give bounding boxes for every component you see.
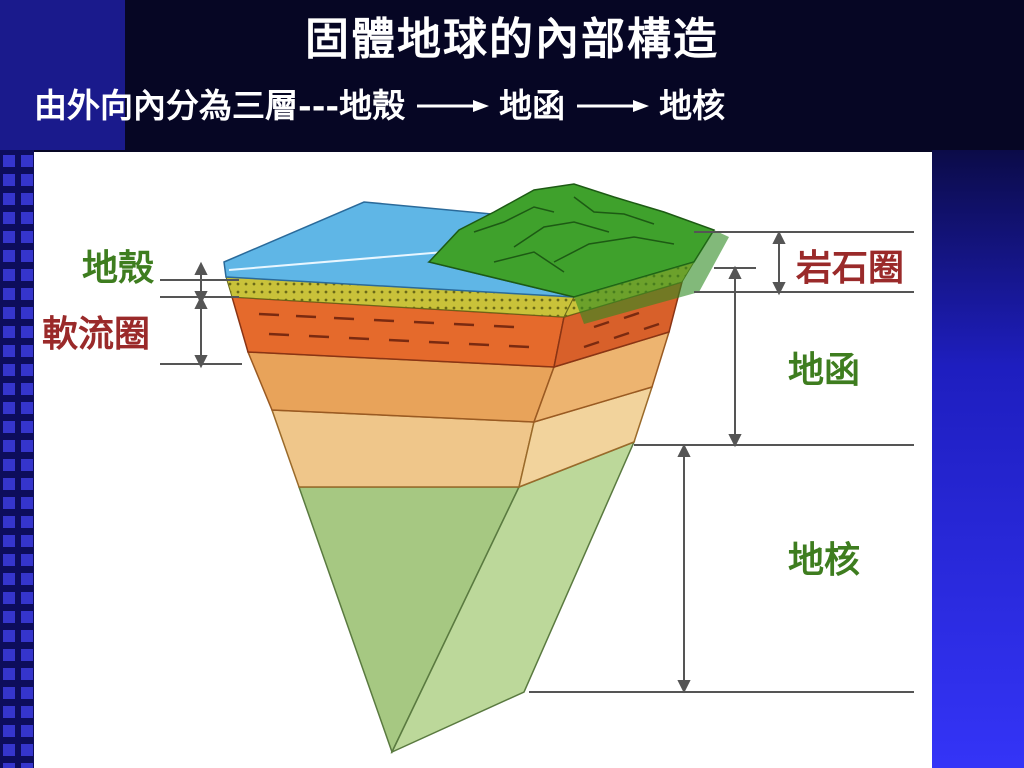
- earth-structure-diagram: 地殼 軟流圈 岩石圈 地函 地核: [42, 183, 914, 754]
- subtitle-step-mantle: 地函: [499, 86, 566, 125]
- label-asthenosphere: 軟流圈: [42, 314, 150, 355]
- measure-arrows: [194, 230, 786, 694]
- slide-title: 固體地球的內部構造: [305, 14, 719, 65]
- diagram-panel: 地殼 軟流圈 岩石圈 地函 地核: [34, 152, 932, 768]
- right-arrow-icon: [417, 100, 490, 112]
- label-crust: 地殼: [82, 248, 155, 289]
- label-lithosphere: 岩石圈: [796, 248, 904, 289]
- ocean-highlight: [228, 251, 445, 271]
- right-arrow-icon: [577, 100, 650, 112]
- slide-subtitle: 由外向內分為三層---地殼 地函 地核: [34, 84, 725, 128]
- mountain-ridges: [473, 196, 675, 273]
- asthenosphere-dashes: [258, 311, 660, 349]
- land-cliff: [574, 230, 729, 324]
- label-core: 地核: [788, 540, 860, 581]
- label-mantle: 地函: [788, 350, 860, 391]
- lower-mantle-front: [270, 409, 535, 488]
- land-surface: [427, 183, 716, 298]
- subtitle-text: 由外向內分為三層---地殼: [34, 86, 406, 125]
- subtitle-step-core: 地核: [659, 86, 726, 125]
